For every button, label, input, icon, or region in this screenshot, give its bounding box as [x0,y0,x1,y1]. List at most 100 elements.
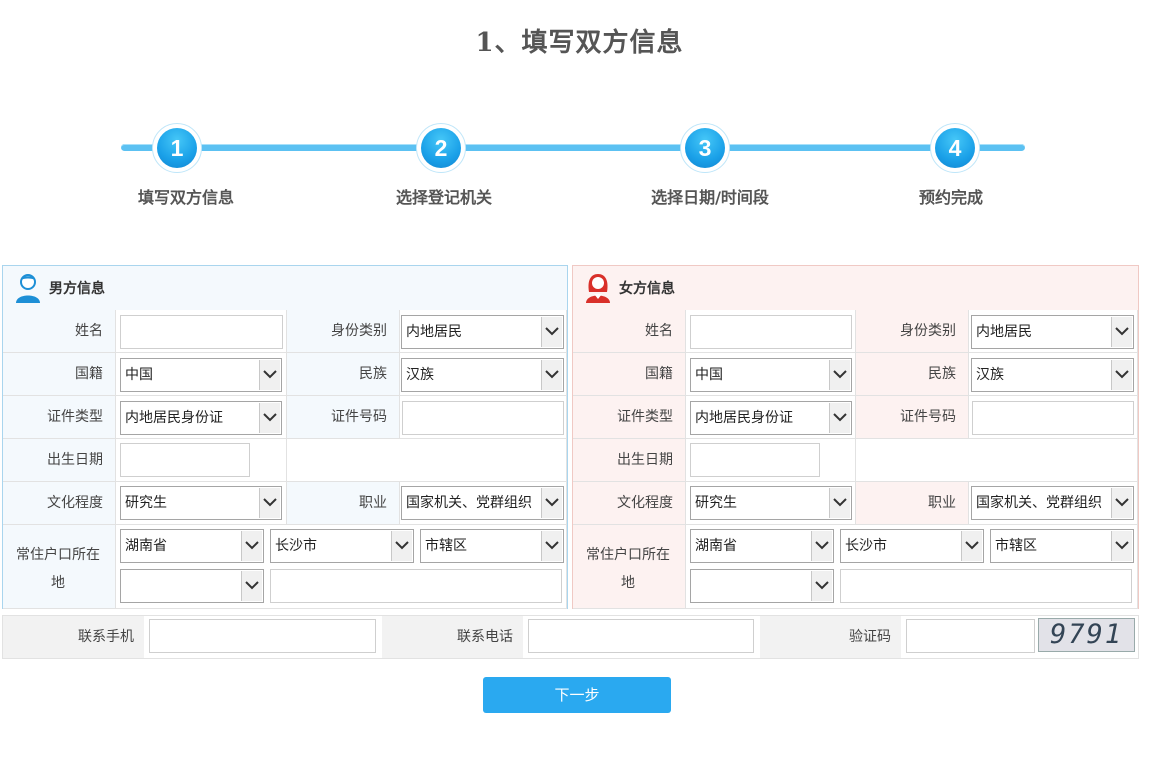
male-nationality-select[interactable]: 中国 [120,358,282,392]
female-birth-cell [686,439,856,482]
male-city-value: 长沙市 [275,538,317,554]
male-cert-type-select[interactable]: 内地居民身份证 [120,401,282,435]
phone-input[interactable] [528,619,754,653]
male-district-select[interactable]: 市辖区 [420,529,564,563]
female-cert-type-cell [686,396,856,439]
female-panel-title: 女方信息 [619,281,675,297]
female-id-category-select[interactable]: 内地居民 [971,315,1134,349]
male-birth-date-input[interactable] [120,443,250,477]
chevron-down-icon [811,531,832,561]
female-cert-no-label: 证件号码 [856,396,969,439]
female-occupation-cell [969,482,1138,525]
female-province-select[interactable]: 湖南省 [690,529,834,563]
female-id-category-cell [969,310,1138,353]
male-name-label: 姓名 [3,310,116,353]
chevron-down-icon [541,360,562,390]
female-district-value: 市辖区 [995,538,1037,554]
female-name-input[interactable] [690,315,852,349]
male-address-input[interactable] [270,569,562,603]
male-education-select[interactable]: 研究生 [120,486,282,520]
female-ethnicity-cell [969,353,1138,396]
male-birth-cell [116,439,287,482]
female-panel-header: 女方信息 [573,266,1138,310]
male-province-select[interactable]: 湖南省 [120,529,264,563]
step-1-number: 1 [157,128,197,168]
male-id-category-cell [400,310,567,353]
chevron-down-icon [829,403,850,433]
female-address-input[interactable] [840,569,1132,603]
male-province-value: 湖南省 [125,538,167,554]
chevron-down-icon [391,531,412,561]
male-name-input[interactable] [120,315,283,349]
male-user-icon [16,274,40,303]
captcha-image[interactable]: 9791 [1038,618,1135,652]
step-3-label: 选择日期/时间段 [651,188,769,207]
next-step-button[interactable]: 下一步 [483,677,671,713]
male-id-category-select[interactable]: 内地居民 [401,315,564,349]
male-education-label: 文化程度 [3,482,116,525]
female-nationality-select[interactable]: 中国 [690,358,852,392]
chevron-down-icon [829,488,850,518]
male-info-panel: 男方信息 姓名 身份类别 内地居民 国籍 中国 民族 汉族 证件类型 内地居民身… [2,265,568,609]
female-cert-type-label: 证件类型 [573,396,686,439]
female-birth-date-input[interactable] [690,443,820,477]
female-province-value: 湖南省 [695,538,737,554]
female-education-cell [686,482,856,525]
chevron-down-icon [241,571,262,601]
female-cert-no-input[interactable] [972,401,1134,435]
chevron-down-icon [961,531,982,561]
male-cert-no-cell [400,396,567,439]
female-nationality-label: 国籍 [573,353,686,396]
chevron-down-icon [829,360,850,390]
female-cert-type-select[interactable]: 内地居民身份证 [690,401,852,435]
female-occupation-select[interactable]: 国家机关、党群组织 [971,486,1134,520]
male-cert-type-cell [116,396,287,439]
female-street-select[interactable] [690,569,834,603]
mobile-input[interactable] [149,619,376,653]
chevron-down-icon [241,531,262,561]
male-ethnicity-cell [400,353,567,396]
male-occupation-select[interactable]: 国家机关、党群组织 [401,486,564,520]
female-district-select[interactable]: 市辖区 [990,529,1134,563]
chevron-down-icon [541,317,562,347]
male-empty-cell [287,439,567,482]
female-ethnicity-value: 汉族 [976,367,1004,383]
chevron-down-icon [259,360,280,390]
male-street-select[interactable] [120,569,264,603]
female-cert-type-value: 内地居民身份证 [695,410,793,426]
male-education-value: 研究生 [125,495,167,511]
male-education-cell [116,482,287,525]
male-birth-label: 出生日期 [3,439,116,482]
female-ethnicity-select[interactable]: 汉族 [971,358,1134,392]
male-panel-title: 男方信息 [49,281,105,297]
female-info-panel: 女方信息 姓名 身份类别 内地居民 国籍 中国 民族 汉族 证件类型 内地居民身… [572,265,1139,609]
female-city-value: 长沙市 [845,538,887,554]
chevron-down-icon [1111,360,1132,390]
male-occupation-label: 职业 [287,482,400,525]
female-occupation-label: 职业 [856,482,969,525]
chevron-down-icon [541,488,562,518]
male-occupation-value: 国家机关、党群组织 [406,495,532,511]
male-ethnicity-select[interactable]: 汉族 [401,358,564,392]
male-cert-no-input[interactable] [402,401,564,435]
male-panel-header: 男方信息 [3,266,567,310]
female-residence-cell [686,525,1138,609]
step-3-circle: 3 [680,123,730,173]
female-city-select[interactable]: 长沙市 [840,529,984,563]
male-name-cell [116,310,287,353]
female-id-category-value: 内地居民 [976,324,1032,340]
page-title: 1、填写双方信息 [475,28,684,58]
female-cert-no-cell [969,396,1138,439]
phone-label: 联系电话 [382,616,523,658]
step-2-number: 2 [421,128,461,168]
captcha-input[interactable] [906,619,1035,653]
male-city-select[interactable]: 长沙市 [270,529,414,563]
male-id-category-value: 内地居民 [406,324,462,340]
female-education-select[interactable]: 研究生 [690,486,852,520]
step-2-label: 选择登记机关 [395,188,492,207]
captcha-label: 验证码 [760,616,901,658]
mobile-label: 联系手机 [3,616,144,658]
male-nationality-label: 国籍 [3,353,116,396]
step-4-label: 预约完成 [918,188,983,207]
male-occupation-cell [400,482,567,525]
